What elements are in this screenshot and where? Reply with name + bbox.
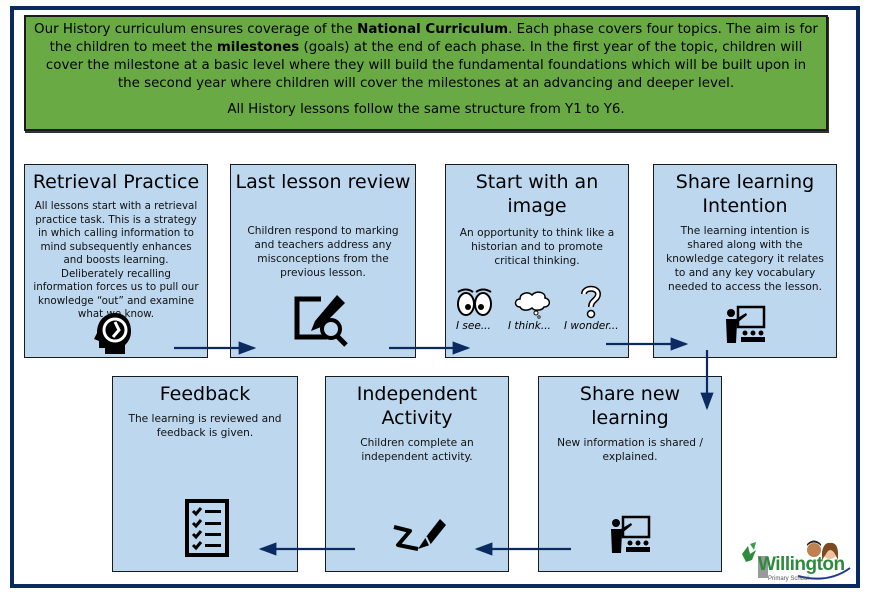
step-description: All lessons start with a retrieval pract…: [33, 200, 199, 320]
step-title: Retrieval Practice: [32, 171, 200, 193]
checklist-icon: [185, 499, 229, 557]
eyes-icon: [457, 288, 492, 316]
caption-i-wonder: I wonder...: [564, 320, 619, 332]
step-last-lesson-review: Last lesson review Children respond to m…: [230, 164, 416, 358]
teacher-board-icon: [611, 515, 651, 553]
step-retrieval-practice: Retrieval Practice All lessons start wit…: [24, 164, 208, 358]
question-mark-icon: [581, 285, 602, 319]
caption-i-think: I think...: [508, 320, 551, 332]
step-description: New information is shared / explained.: [557, 437, 703, 463]
step-description: An opportunity to think like a historian…: [459, 227, 615, 267]
step-share-new-learning: Share new learning New information is sh…: [538, 376, 722, 572]
intro-bold-milestones: milestones: [216, 40, 300, 55]
caption-i-see: I see...: [456, 320, 491, 332]
edit-search-icon: [294, 295, 348, 347]
head-retrieval-icon: [94, 313, 131, 354]
step-description: The learning is reviewed and feedback is…: [128, 413, 282, 439]
intro-text: (goals) at the end of each phase. In the…: [45, 40, 807, 91]
logo-subtitle: Primary School: [768, 576, 809, 582]
step-description: The learning intention is shared along w…: [666, 225, 824, 293]
step-description: Children respond to marking and teachers…: [247, 225, 399, 279]
step-description: Children complete an independent activit…: [360, 437, 474, 463]
step-title: Share learning Intention: [675, 171, 815, 217]
step-title: Independent Activity: [356, 383, 478, 429]
step-title: Share new learning: [579, 383, 681, 429]
intro-box: Our History curriculum ensures coverage …: [24, 15, 828, 131]
step-start-with-an-image: Start with an image An opportunity to th…: [445, 164, 629, 358]
thought-bubble-icon: [514, 291, 551, 319]
intro-paragraph: Our History curriculum ensures coverage …: [34, 21, 818, 93]
step-independent-activity: Independent Activity Children complete a…: [325, 376, 509, 572]
intro-text: . Each phase covers four topics. The aim…: [49, 22, 818, 55]
step-title: Last lesson review: [235, 171, 411, 193]
intro-bold-national-curriculum: National Curriculum: [357, 22, 509, 37]
step-share-learning-intention: Share learning Intention The learning in…: [653, 164, 837, 358]
logo-name: Willington: [758, 554, 845, 575]
pen-writing-icon: [393, 519, 446, 551]
step-title: Feedback: [159, 383, 251, 405]
intro-text: Our History curriculum ensures coverage …: [34, 22, 358, 37]
school-logo: Willington Primary School: [738, 540, 856, 584]
logo-graphic: [742, 540, 851, 580]
step-title: Start with an image: [475, 171, 599, 217]
intro-structure-note: All History lessons follow the same stru…: [227, 102, 625, 117]
step-feedback: Feedback The learning is reviewed and fe…: [112, 376, 298, 572]
teacher-board-icon: [726, 305, 766, 343]
